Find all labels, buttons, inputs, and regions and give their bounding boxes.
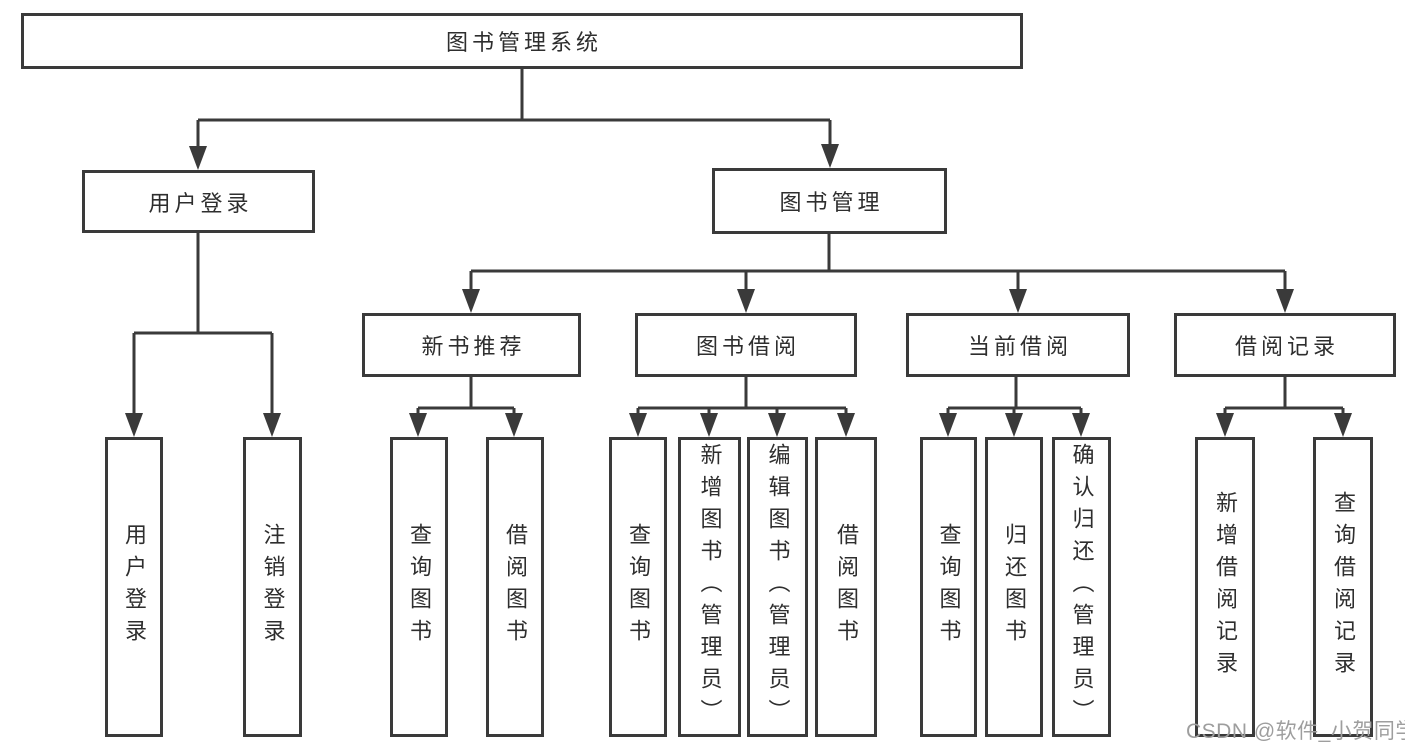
leaf-edit-book-admin: 编辑图书（管理员） [747, 437, 808, 737]
leaf-label: 注销登录 [260, 523, 286, 651]
leaf-label: 确认归还（管理员） [1069, 443, 1095, 731]
leaf-label: 归还图书 [1002, 523, 1027, 651]
leaf-label: 查询图书 [936, 523, 962, 651]
leaf-logout: 注销登录 [243, 437, 302, 737]
leaf-label: 查询借阅记录 [1331, 491, 1356, 683]
leaf-user-login: 用户登录 [105, 437, 163, 737]
leaf-query-books-1: 查询图书 [390, 437, 448, 737]
node-book-management: 图书管理 [712, 168, 947, 234]
node-user-login: 用户登录 [82, 170, 315, 233]
leaf-label: 查询图书 [407, 523, 432, 651]
node-borrow-records: 借阅记录 [1174, 313, 1396, 377]
leaf-label: 查询图书 [626, 523, 651, 651]
leaf-label: 新增图书（管理员） [697, 443, 723, 731]
leaf-query-books-3: 查询图书 [920, 437, 977, 737]
leaf-label: 编辑图书（管理员） [765, 443, 791, 731]
leaf-label: 借阅图书 [834, 523, 859, 651]
csdn-watermark: CSDN @软件_小贺同学 [1186, 720, 1405, 743]
leaf-label: 借阅图书 [503, 523, 528, 651]
leaf-return-book: 归还图书 [985, 437, 1043, 737]
leaf-borrow-books-2: 借阅图书 [815, 437, 877, 737]
leaf-label: 用户登录 [122, 523, 147, 651]
leaf-add-borrow-record: 新增借阅记录 [1195, 437, 1255, 737]
leaf-label: 新增借阅记录 [1213, 491, 1238, 683]
leaf-query-books-2: 查询图书 [609, 437, 667, 737]
connector-lines [132, 67, 1345, 416]
leaf-query-borrow-record: 查询借阅记录 [1313, 437, 1373, 737]
leaf-add-book-admin: 新增图书（管理员） [678, 437, 741, 737]
leaf-confirm-return-admin: 确认归还（管理员） [1052, 437, 1111, 737]
leaf-borrow-books-1: 借阅图书 [486, 437, 544, 737]
node-new-book-recommend: 新书推荐 [362, 313, 581, 377]
node-book-borrow: 图书借阅 [635, 313, 857, 377]
node-root: 图书管理系统 [21, 13, 1023, 69]
node-current-borrow: 当前借阅 [906, 313, 1130, 377]
arrowheads [125, 144, 1352, 437]
